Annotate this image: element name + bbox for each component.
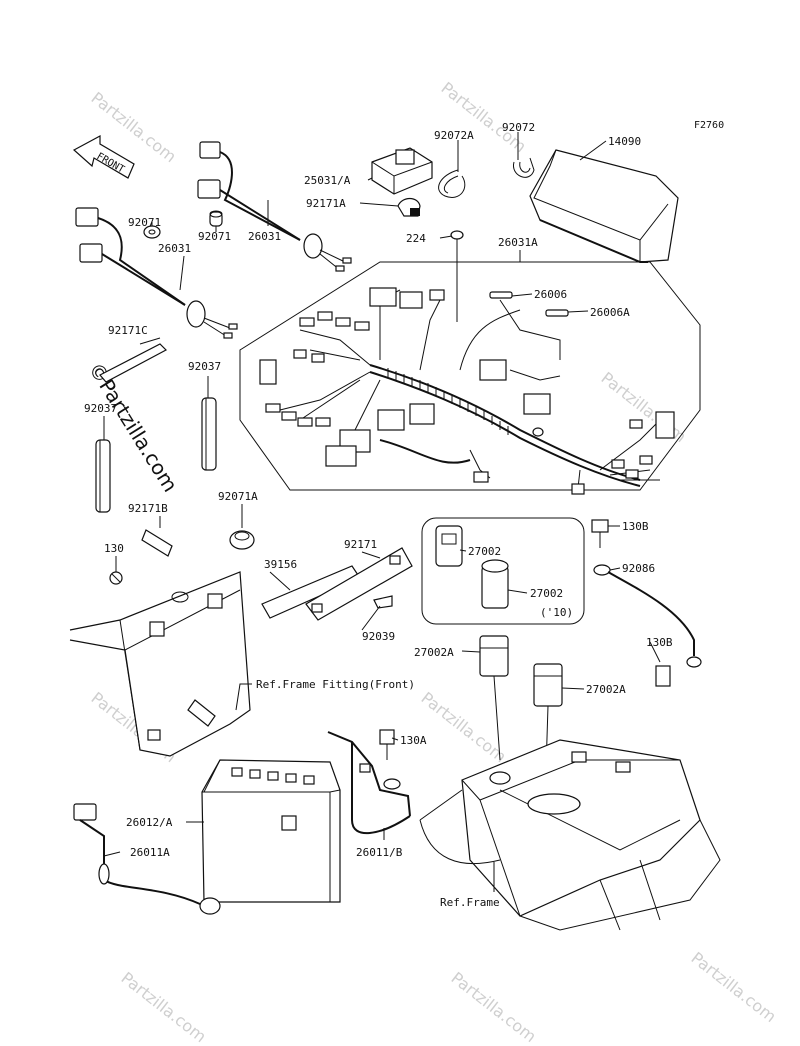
label-26031-left: 26031 xyxy=(158,242,191,255)
front-arrow: FRONT xyxy=(72,134,135,179)
relay-25031 xyxy=(371,147,433,195)
strap-92037-left xyxy=(95,439,111,513)
label-92071-center: 92071 xyxy=(198,230,231,243)
grommet-92071-left xyxy=(143,225,161,239)
label-27002-upper: 27002 xyxy=(468,545,501,558)
label-224: 224 xyxy=(406,232,426,245)
fuse-26006A xyxy=(545,309,569,317)
cover-14090 xyxy=(529,149,679,263)
label-ref-frame-fitting: Ref.Frame Fitting(Front) xyxy=(256,678,415,691)
strap-92037-right xyxy=(201,397,217,471)
label-25031A: 25031/A xyxy=(304,174,351,187)
leader-lines xyxy=(103,132,661,892)
grommet-92071-center xyxy=(209,210,223,227)
frame-fitting-front xyxy=(69,571,251,757)
clip-92072 xyxy=(513,157,535,178)
label-130B-upper: 130B xyxy=(622,520,649,533)
label-26031A: 26031A xyxy=(498,236,538,249)
label-39156: 39156 xyxy=(264,558,297,571)
label-92171: 92171 xyxy=(344,538,377,551)
bracket-92171 xyxy=(305,547,413,621)
relay-27002A-left xyxy=(479,635,509,761)
fuse-26006 xyxy=(489,291,513,299)
label-92039: 92039 xyxy=(362,630,395,643)
clamp-92171A xyxy=(397,197,421,217)
strap-92171C xyxy=(99,343,167,383)
label-27002A-left: 27002A xyxy=(414,646,454,659)
label-92037-right: 92037 xyxy=(188,360,221,373)
main-harness-26031A xyxy=(239,261,701,495)
label-130B-lower: 130B xyxy=(646,636,673,649)
bolt-224 xyxy=(450,230,464,322)
bolt-130B-lower xyxy=(655,665,671,687)
label-92071-left: 92071 xyxy=(128,216,161,229)
part-labels: 92072A 92072 14090 25031/A 92171A 224 26… xyxy=(84,121,673,909)
watermark: Partzilla.com xyxy=(598,368,690,446)
label-130A: 130A xyxy=(400,734,427,747)
label-92071A: 92071A xyxy=(218,490,258,503)
label-26031-right: 26031 xyxy=(248,230,281,243)
label-27002-year: ('10) xyxy=(540,606,573,619)
bolt-130B-upper xyxy=(591,519,609,548)
label-27002A-right: 27002A xyxy=(586,683,626,696)
label-14090: 14090 xyxy=(608,135,641,148)
battery-cable-26011B xyxy=(327,731,411,834)
label-26011B: 26011/B xyxy=(356,846,403,859)
band-92072A xyxy=(438,169,466,198)
frame-main xyxy=(419,739,721,931)
bolt-130 xyxy=(109,571,123,585)
label-92171B: 92171B xyxy=(128,502,168,515)
battery-cable-26011A xyxy=(73,803,221,915)
label-26006: 26006 xyxy=(534,288,567,301)
label-27002-lower: 27002 xyxy=(530,587,563,600)
ground-lead-92086 xyxy=(593,564,702,668)
bolt-130A xyxy=(379,729,395,760)
label-92072: 92072 xyxy=(502,121,535,134)
sub-harness-26031-lower xyxy=(75,207,238,339)
watermark: Partzilla.com xyxy=(438,78,530,156)
watermark: Partzilla.com xyxy=(118,968,210,1046)
label-92086: 92086 xyxy=(622,562,655,575)
relay-box-27002 xyxy=(421,517,585,625)
strap-92171B xyxy=(141,529,173,557)
label-92171A: 92171A xyxy=(306,197,346,210)
label-26011A: 26011A xyxy=(130,846,170,859)
label-92072A: 92072A xyxy=(434,129,474,142)
label-26012A: 26012/A xyxy=(126,816,173,829)
sub-harness-26031-upper xyxy=(197,141,352,272)
figure-code: F2760 xyxy=(694,120,724,131)
clip-92039 xyxy=(373,595,393,609)
label-ref-frame: Ref.Frame xyxy=(440,896,500,909)
battery-26012 xyxy=(201,759,341,903)
grommet-92071A xyxy=(229,530,255,550)
label-130: 130 xyxy=(104,542,124,555)
label-26006A: 26006A xyxy=(590,306,630,319)
watermark: Partzilla.com xyxy=(448,968,540,1046)
label-92171C: 92171C xyxy=(108,324,148,337)
watermark: Partzilla.com xyxy=(688,948,780,1026)
label-92037-left: 92037 xyxy=(84,402,117,415)
